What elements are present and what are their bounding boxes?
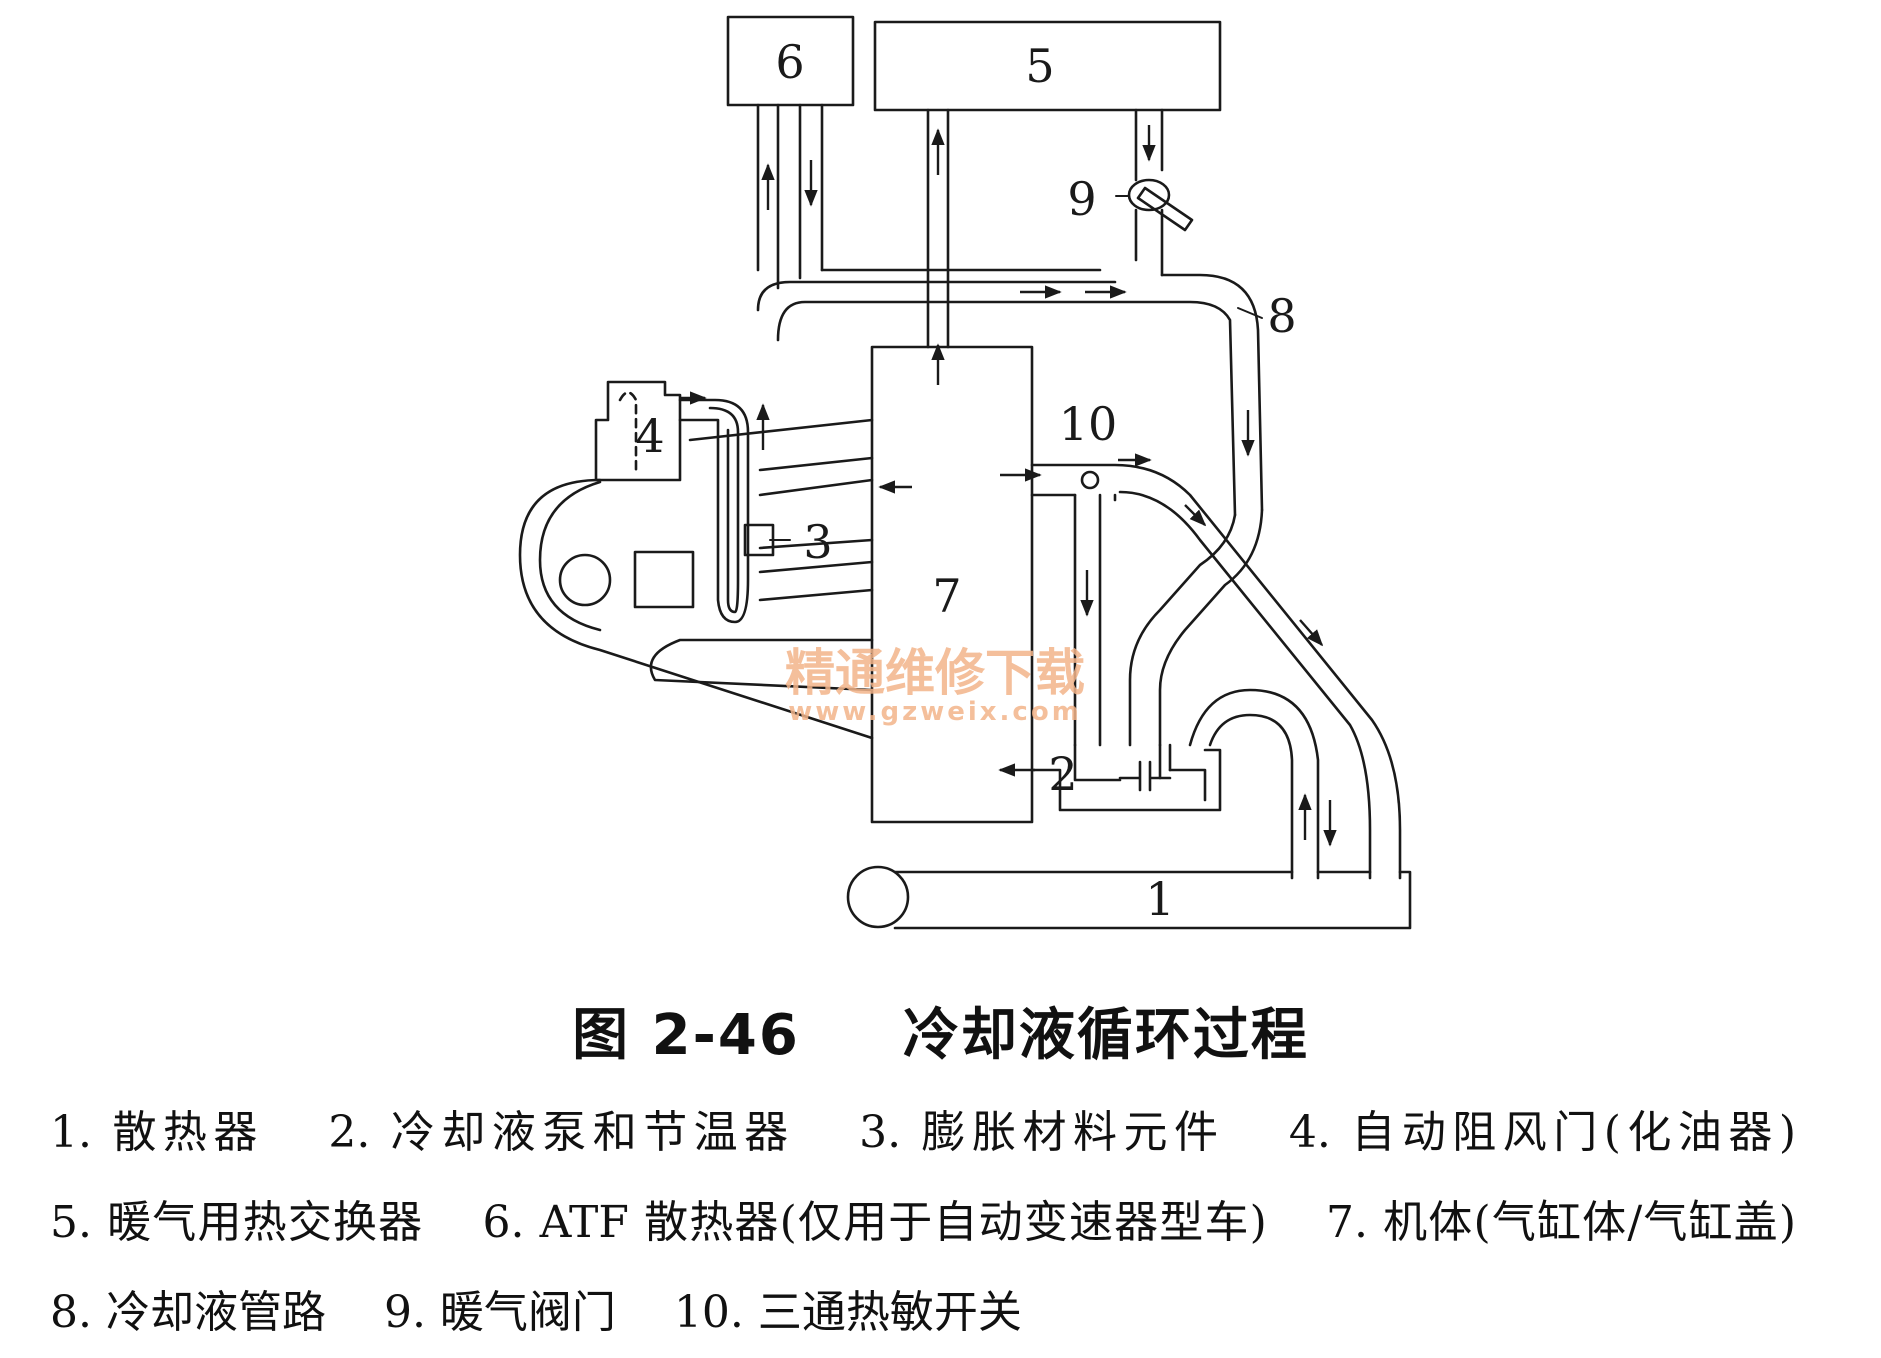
expansion-element: 3 (743, 515, 833, 569)
coolant-line: 8 (756, 268, 1297, 517)
heater-return-pipes (1134, 108, 1164, 277)
legend-item-2: 2. 冷却液泵和节温器 (328, 1107, 795, 1158)
watermark: 精通维修下载 www.gzweix.com (785, 644, 1085, 727)
legend-item-10: 10. 三通热敏开关 (673, 1287, 1022, 1338)
atf-radiator-pipes (756, 103, 824, 290)
watermark-text: 精通维修下载 (785, 644, 1085, 702)
pump-to-radiator-pipe (1188, 688, 1320, 880)
figure-legend: 1. 散热器 2. 冷却液泵和节温器 3. 膨胀材料元件 4. 自动阻风门(化油… (50, 1088, 1840, 1358)
choke-coolant-loop (678, 398, 750, 624)
legend-item-8: 8. 冷却液管路 (50, 1287, 326, 1338)
legend-item-9: 9. 暖气阀门 (383, 1287, 616, 1338)
label-8: 8 (1267, 289, 1296, 343)
legend-item-7: 7. 机体(气缸体/气缸盖) (1326, 1197, 1797, 1248)
watermark-url: www.gzweix.com (788, 697, 1082, 727)
auto-choke: 4 (594, 380, 682, 482)
label-10: 10 (1059, 397, 1118, 451)
air-filter-housing (518, 418, 874, 740)
label-1: 1 (1145, 872, 1174, 926)
thermo-switch-lines: 10 (1030, 397, 1402, 880)
legend-item-4: 4. 自动阻风门(化油器) (1288, 1107, 1796, 1158)
crossing-pipe (1128, 508, 1264, 747)
radiator: 1 (846, 865, 1412, 930)
label-5: 5 (1025, 39, 1054, 93)
label-9: 9 (1067, 172, 1096, 226)
engine-to-heater-pipe (926, 108, 950, 349)
figure-caption: 图 2-46 冷却液循环过程 (0, 990, 1881, 1071)
figure-number: 图 2-46 (572, 1003, 800, 1068)
label-4: 4 (635, 409, 664, 463)
figure-title: 冷却液循环过程 (902, 1003, 1309, 1068)
legend-item-3: 3. 膨胀材料元件 (859, 1107, 1225, 1158)
engine-block: 7 (870, 345, 1034, 824)
flow-arrows (680, 125, 1337, 847)
legend-item-1: 1. 散热器 (50, 1107, 264, 1158)
switch-to-pump-pipes (1073, 493, 1117, 747)
label-6: 6 (775, 35, 804, 89)
label-7: 7 (932, 569, 961, 623)
legend-item-5: 5. 暖气用热交换器 (50, 1197, 424, 1248)
coolant-circulation-diagram: 6 5 7 9 8 4 (518, 15, 1412, 930)
pump-thermostat: 2 (1030, 743, 1222, 812)
heater-exchanger-box: 5 (873, 20, 1222, 112)
legend-item-6: 6. ATF 散热器(仅用于自动变速器型车) (482, 1197, 1267, 1248)
atf-radiator-box: 6 (726, 15, 855, 107)
heater-valve: 9 (1067, 172, 1194, 232)
label-2: 2 (1048, 747, 1077, 801)
